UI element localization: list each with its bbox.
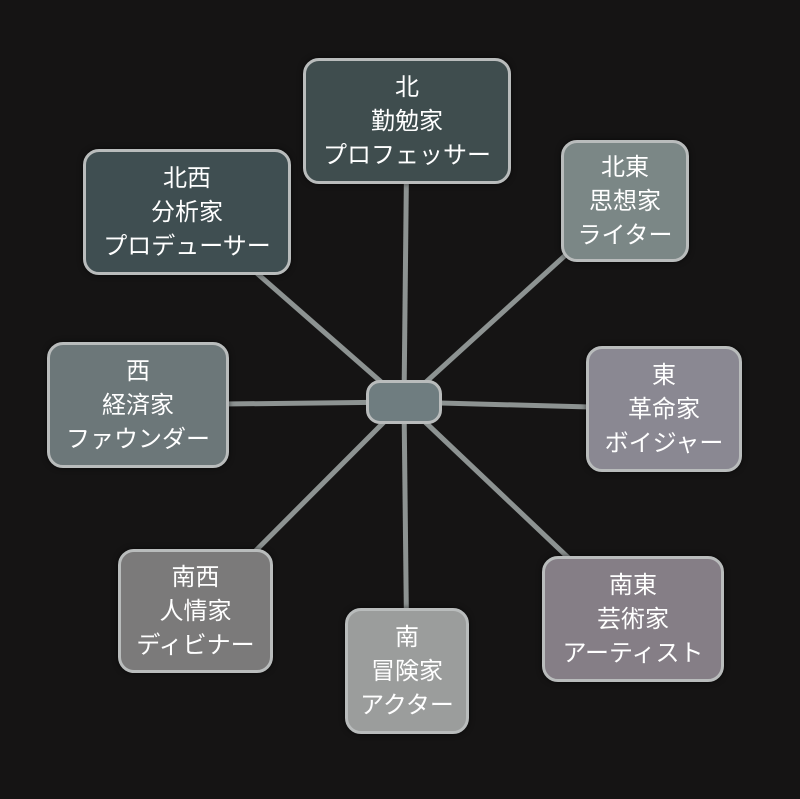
node-northwest: 北西 分析家 プロデューサー: [83, 149, 291, 275]
node-northeast-role: ライター: [577, 221, 673, 249]
node-northwest-direction: 北西: [163, 164, 211, 192]
node-south: 南 冒険家 アクター: [345, 608, 469, 734]
node-north: 北 勤勉家 プロフェッサー: [303, 58, 511, 184]
node-northeast-direction: 北東: [601, 153, 649, 181]
node-north-direction: 北: [395, 73, 419, 101]
node-east-type: 革命家: [628, 395, 700, 423]
node-southwest: 南西 人情家 ディビナー: [118, 549, 273, 673]
center-hub: [366, 380, 442, 424]
node-south-type: 冒険家: [371, 657, 443, 685]
node-west-role: ファウンダー: [66, 425, 210, 453]
node-northeast: 北東 思想家 ライター: [561, 140, 689, 262]
node-southeast-role: アーティスト: [562, 639, 704, 667]
node-south-role: アクター: [360, 691, 454, 719]
node-northwest-type: 分析家: [151, 198, 223, 226]
node-northwest-role: プロデューサー: [103, 232, 271, 260]
node-north-role: プロフェッサー: [323, 141, 491, 169]
node-southwest-direction: 南西: [171, 563, 220, 591]
node-north-type: 勤勉家: [371, 107, 443, 135]
node-southwest-role: ディビナー: [136, 631, 255, 659]
node-east-role: ボイジャー: [604, 429, 724, 457]
node-west-type: 経済家: [102, 391, 174, 419]
node-southeast: 南東 芸術家 アーティスト: [542, 556, 724, 682]
node-southwest-type: 人情家: [159, 597, 232, 625]
node-southeast-direction: 南東: [609, 571, 657, 599]
node-south-direction: 南: [395, 623, 419, 651]
node-west-direction: 西: [126, 357, 150, 385]
node-east-direction: 東: [652, 361, 676, 389]
node-west: 西 経済家 ファウンダー: [47, 342, 229, 468]
node-northeast-type: 思想家: [589, 187, 661, 215]
node-southeast-type: 芸術家: [597, 605, 669, 633]
node-east: 東 革命家 ボイジャー: [586, 346, 742, 472]
